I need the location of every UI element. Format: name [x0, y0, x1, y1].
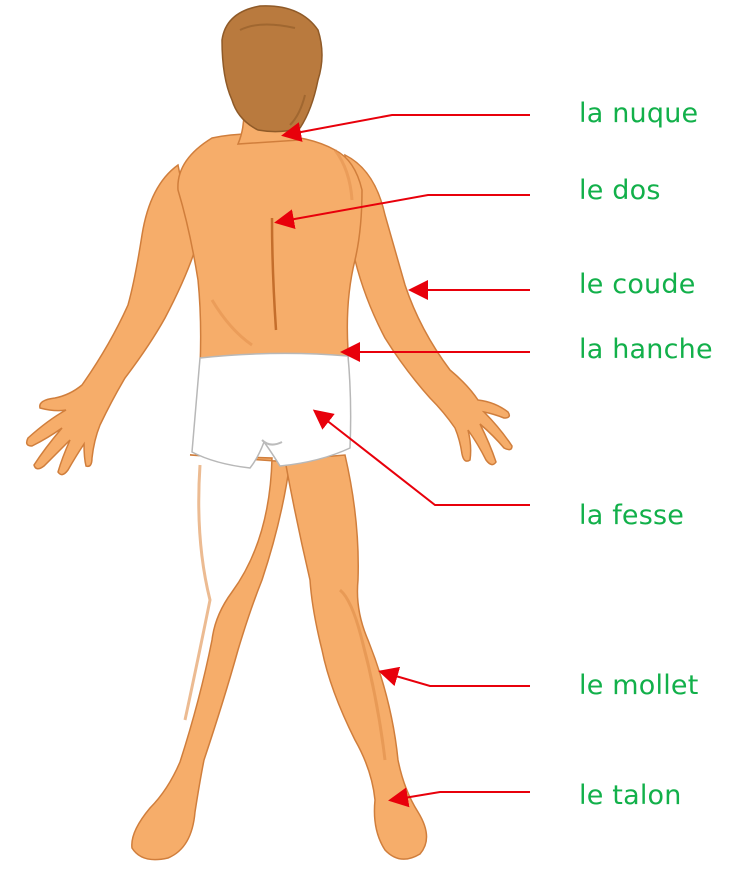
head — [222, 6, 322, 132]
label-talon: le talon — [579, 780, 682, 812]
left-arm — [27, 165, 195, 475]
right-arm — [345, 155, 512, 465]
shorts — [192, 353, 351, 468]
left-leg — [132, 455, 290, 860]
arrow-nuque — [285, 115, 530, 135]
label-dos: le dos — [579, 175, 661, 207]
label-hanche: la hanche — [579, 334, 713, 366]
torso — [178, 134, 362, 368]
label-mollet: le mollet — [579, 670, 699, 702]
label-fesse: la fesse — [579, 500, 684, 532]
arrow-mollet — [382, 672, 530, 686]
label-nuque: la nuque — [579, 98, 698, 130]
label-coude: le coude — [579, 269, 696, 301]
arrow-talon — [392, 792, 530, 800]
